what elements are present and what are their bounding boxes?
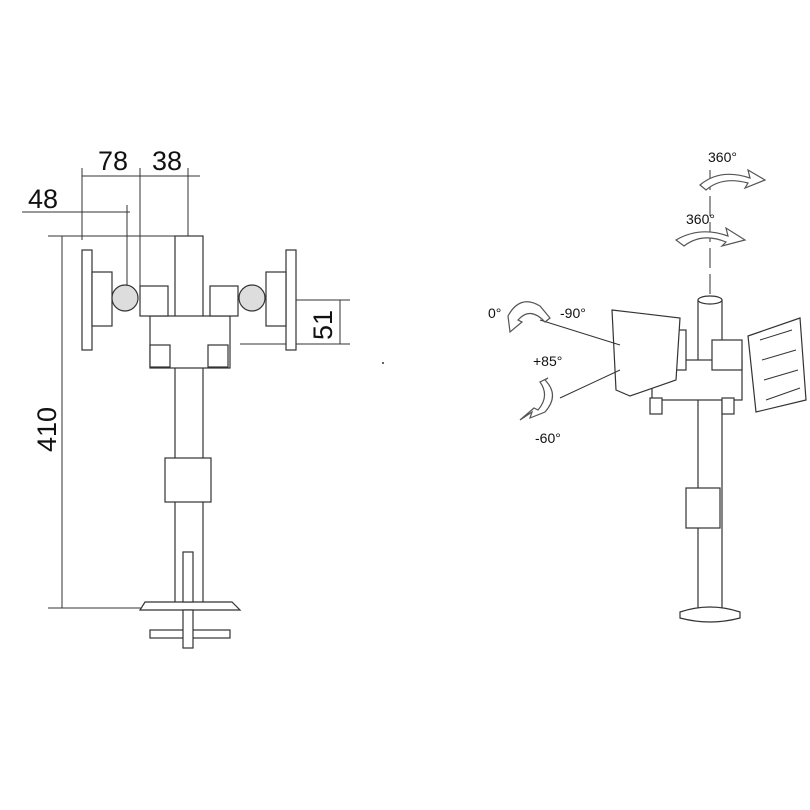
dim-offset: 48	[28, 184, 58, 214]
dim-arm-right: 38	[152, 146, 182, 176]
perspective-view-drawing	[507, 168, 807, 623]
front-view-drawing	[22, 168, 384, 649]
label-rotation-pole-top: 360°	[708, 149, 737, 165]
label-swivel-right: -90°	[560, 305, 586, 321]
label-tilt-down: -60°	[535, 430, 561, 446]
dim-total-height: 410	[32, 407, 62, 452]
dim-arm-left: 78	[98, 146, 128, 176]
dim-bracket-height: 51	[308, 310, 338, 340]
label-rotation-tilt-left-clipped: 0°	[488, 305, 501, 321]
label-tilt-up: +85°	[533, 353, 562, 369]
label-rotation-pole-second: 360°	[686, 211, 715, 227]
